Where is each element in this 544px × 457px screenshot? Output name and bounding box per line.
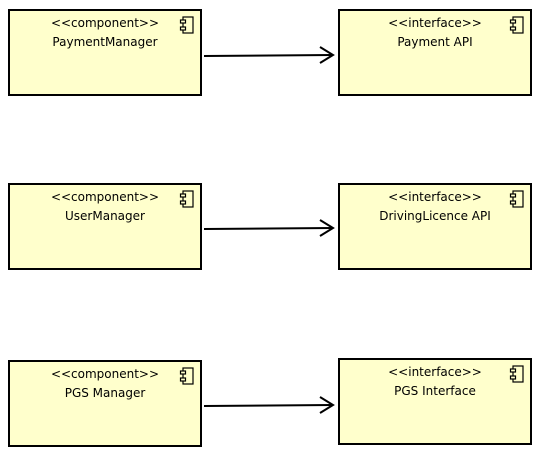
stereotype-label: <<interface>> (388, 190, 482, 204)
component-box-payment-manager[interactable]: <<component>> PaymentManager (8, 9, 202, 96)
stereotype-label: <<interface>> (388, 365, 482, 379)
arrow-payment-manager-to-payment-api[interactable] (203, 46, 335, 64)
component-box-pgs-manager[interactable]: <<component>> PGS Manager (8, 360, 202, 447)
stereotype-label: <<component>> (50, 16, 160, 30)
interface-name: Payment API (397, 35, 473, 49)
component-icon (509, 16, 524, 34)
interface-box-payment-api[interactable]: <<interface>> Payment API (338, 9, 532, 96)
arrow-user-manager-to-drivinglicence-api[interactable] (203, 219, 335, 237)
component-name: PaymentManager (52, 35, 158, 49)
component-name: UserManager (65, 209, 145, 223)
arrow-pgs-manager-to-pgs-interface[interactable] (203, 396, 335, 414)
interface-name: DrivingLicence API (379, 209, 491, 223)
component-icon (179, 16, 194, 34)
interface-name: PGS Interface (394, 384, 476, 398)
component-icon (179, 367, 194, 385)
stereotype-label: <<interface>> (388, 16, 482, 30)
component-box-user-manager[interactable]: <<component>> UserManager (8, 183, 202, 270)
stereotype-label: <<component>> (50, 367, 160, 381)
interface-box-drivinglicence-api[interactable]: <<interface>> DrivingLicence API (338, 183, 532, 270)
component-icon (509, 190, 524, 208)
stereotype-label: <<component>> (50, 190, 160, 204)
component-icon (509, 365, 524, 383)
interface-box-pgs-interface[interactable]: <<interface>> PGS Interface (338, 358, 532, 445)
component-icon (179, 190, 194, 208)
component-name: PGS Manager (64, 386, 146, 400)
